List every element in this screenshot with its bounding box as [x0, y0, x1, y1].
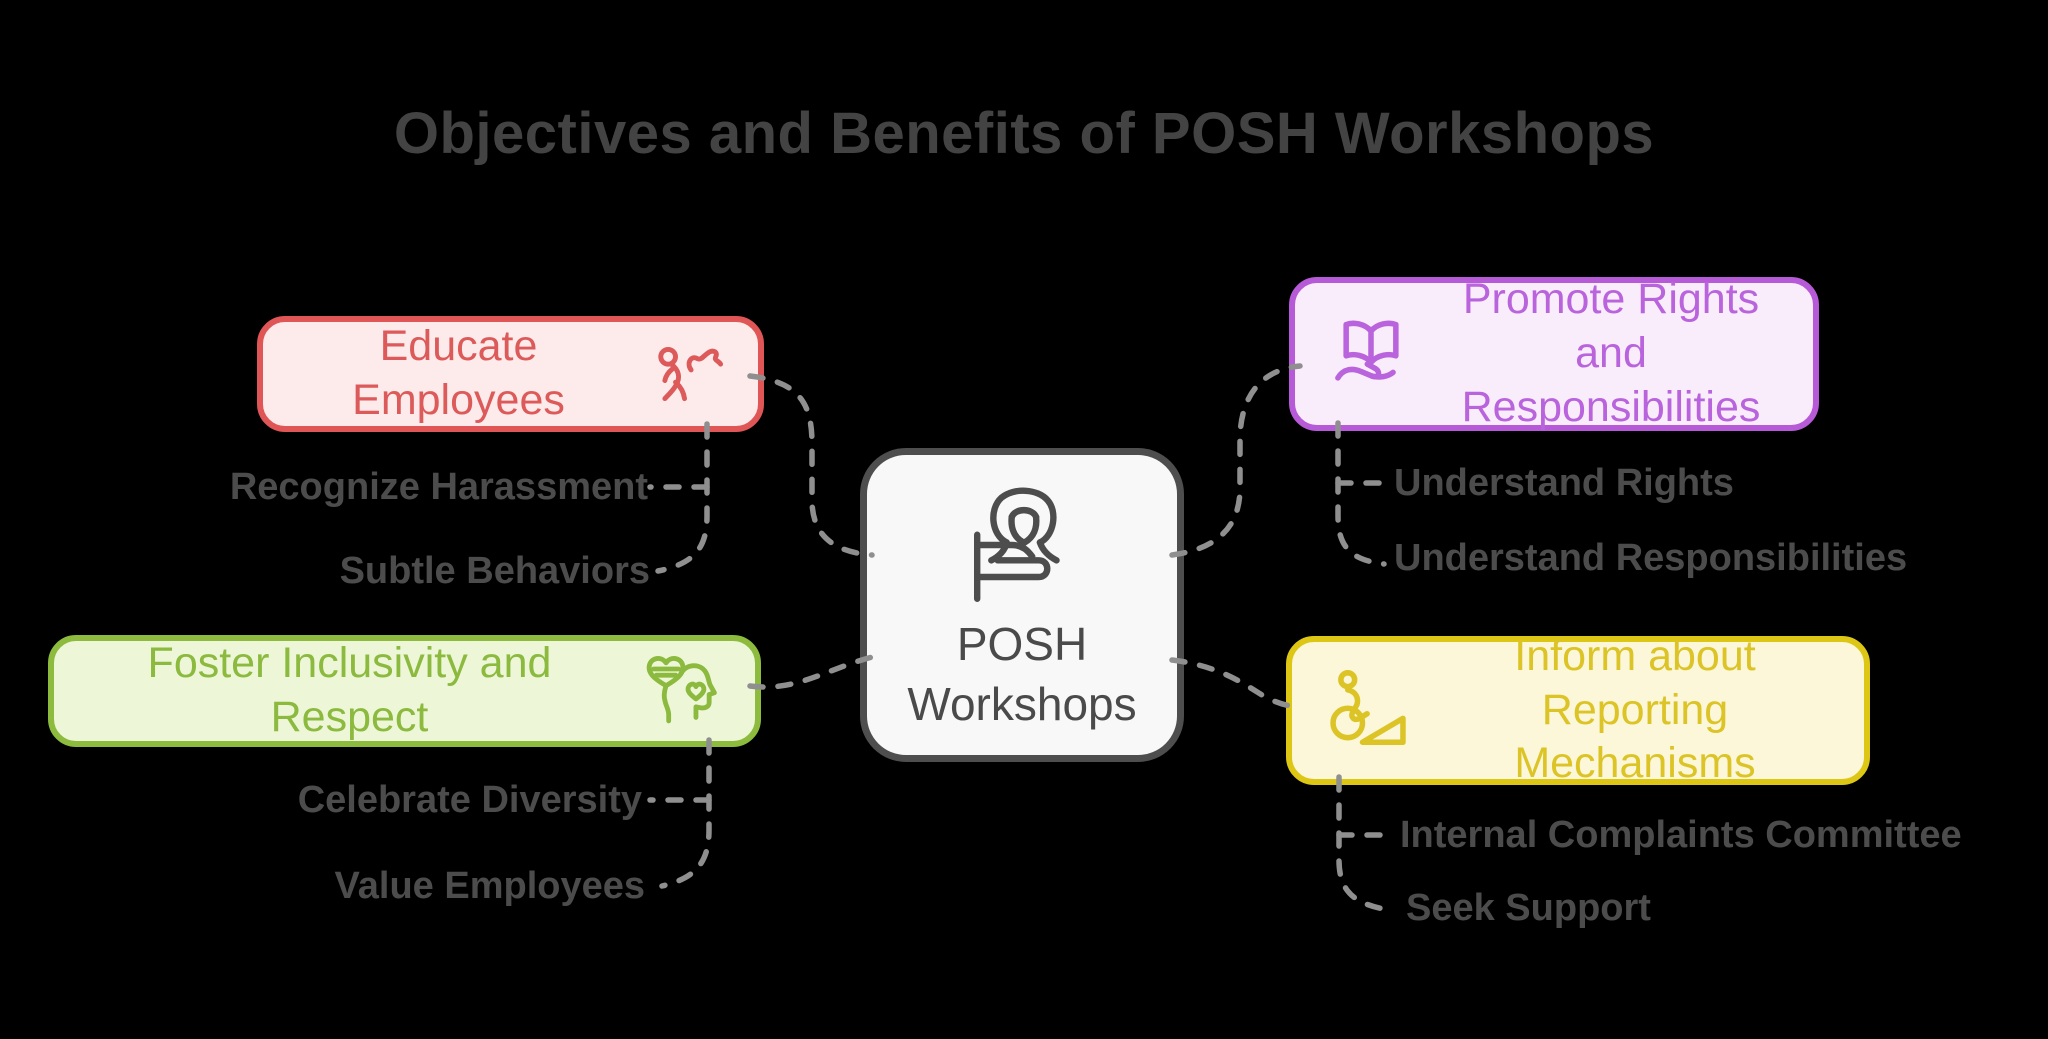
- subitem-recognize-harassment: Recognize Harassment: [229, 466, 648, 508]
- book-over-hand-icon: [1325, 308, 1417, 400]
- subitem-celebrate-diversity: Celebrate Diversity: [297, 779, 642, 821]
- connector-educate-to-center: [747, 373, 875, 558]
- subitem-subtle-behaviors: Subtle Behaviors: [339, 550, 650, 592]
- subitem-seek-support: Seek Support: [1406, 887, 1651, 929]
- branch-label-promote: Promote Rights and Responsibilities: [1461, 275, 1761, 431]
- subitem-understand-rights: Understand Rights: [1394, 462, 1734, 504]
- connector-foster-children: [659, 737, 712, 889]
- center-node-posh-workshops: POSH Workshops: [860, 448, 1184, 762]
- subitem-internal-complaints-committee: Internal Complaints Committee: [1400, 814, 1962, 856]
- subitem-value-employees: Value Employees: [334, 865, 646, 907]
- connector-foster-to-center: [747, 654, 875, 690]
- head-with-hearts-icon: [637, 647, 725, 735]
- branch-label-educate: Educate Employees: [352, 322, 565, 424]
- branch-node-educate-employees: Educate Employees: [257, 316, 764, 432]
- connector-center-to-promote: [1169, 363, 1303, 558]
- diagram-title: Objectives and Benefits of POSH Workshop…: [393, 101, 1655, 166]
- branch-label-foster: Foster Inclusivity and Respect: [147, 639, 552, 741]
- branch-label-inform: Inform about Reporting Mechanisms: [1514, 631, 1756, 788]
- branch-node-promote-rights: Promote Rights and Responsibilities: [1289, 275, 1819, 431]
- center-node-label: POSH Workshops: [907, 618, 1137, 730]
- woman-presenter-icon: [953, 481, 1091, 609]
- harassment-person-icon: [646, 333, 728, 415]
- subitem-understand-responsibilities: Understand Responsibilities: [1394, 537, 1908, 579]
- connector-inform-children: [1336, 774, 1387, 912]
- connector-center-to-inform: [1169, 657, 1303, 710]
- branch-node-foster-inclusivity: Foster Inclusivity and Respect: [48, 635, 761, 747]
- branch-node-inform-reporting: Inform about Reporting Mechanisms: [1286, 632, 1870, 787]
- connector-promote-children: [1335, 420, 1387, 567]
- connector-educate-children: [655, 421, 710, 574]
- wheelchair-ramp-icon: [1322, 665, 1414, 757]
